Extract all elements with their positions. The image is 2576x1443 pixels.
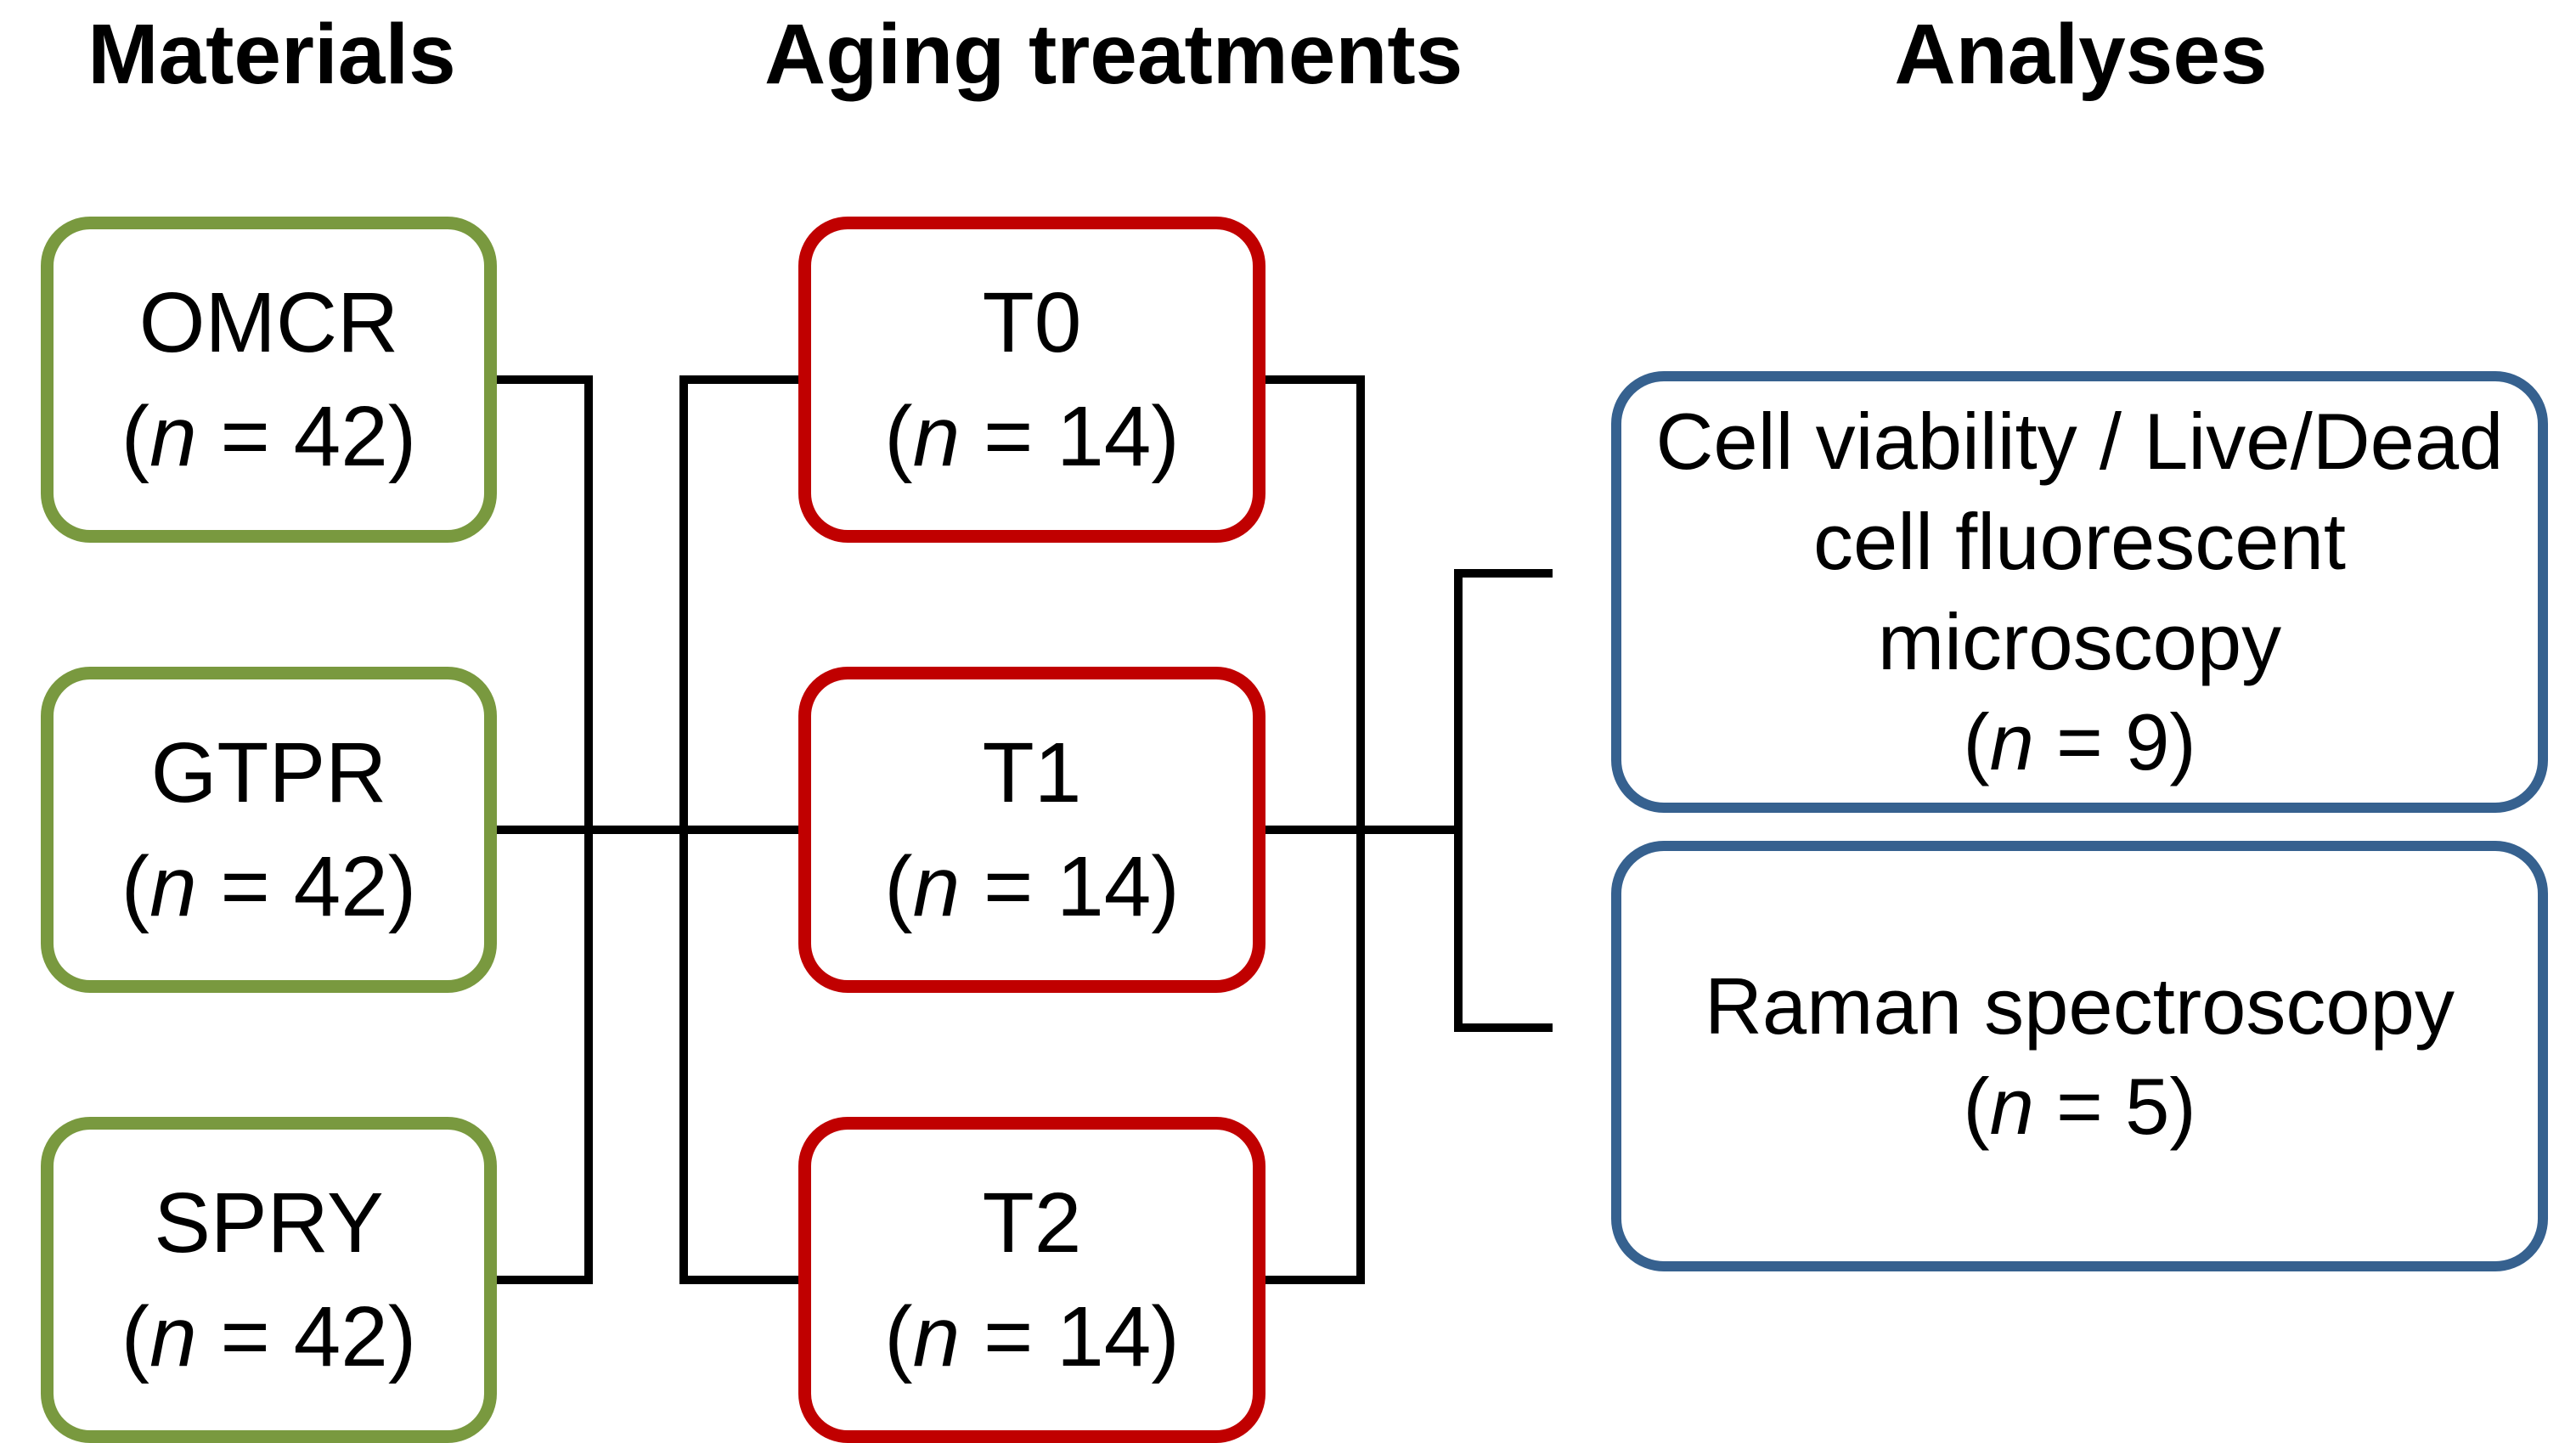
treatment-label: T2	[982, 1175, 1082, 1271]
paren-open: (	[884, 1289, 913, 1384]
treatment-box-t0: T0 (n = 14)	[798, 217, 1265, 543]
n-variable: n	[1989, 1061, 2034, 1151]
sample-size: (n = 14)	[884, 830, 1179, 944]
treatment-label: T1	[982, 725, 1082, 820]
paren-open: (	[1963, 1061, 1990, 1151]
n-value: = 5)	[2033, 1061, 2196, 1151]
connector-spry-stub	[497, 1276, 593, 1284]
n-value: = 9)	[2033, 697, 2196, 786]
connector-middle-line-right	[1265, 826, 1463, 834]
treatment-label: T0	[982, 275, 1082, 370]
column-header-analyses: Analyses	[1894, 7, 2268, 102]
material-label: GTPR	[150, 725, 387, 820]
n-variable: n	[149, 1289, 197, 1384]
treatment-box-t2: T2 (n = 14)	[798, 1117, 1265, 1443]
n-value: = 42)	[196, 1289, 417, 1384]
n-variable: n	[912, 1289, 961, 1384]
n-variable: n	[149, 839, 197, 934]
connector-treatments-bus	[679, 375, 688, 1284]
sample-size: (n = 42)	[121, 380, 416, 493]
connector-t2-stub	[684, 1276, 803, 1284]
column-header-aging-treatments: Aging treatments	[764, 7, 1463, 102]
n-variable: n	[149, 389, 197, 484]
connector-raman-stub	[1458, 1023, 1553, 1032]
paren-open: (	[1963, 697, 1990, 786]
sample-size: (n = 5)	[1963, 1057, 2196, 1157]
analysis-label-line: cell fluorescent	[1813, 497, 2346, 586]
sample-size: (n = 14)	[884, 1280, 1179, 1394]
sample-size: (n = 42)	[121, 1280, 416, 1394]
n-variable: n	[912, 389, 961, 484]
analysis-label-line: Raman spectroscopy	[1705, 961, 2455, 1051]
n-value: = 14)	[960, 1289, 1180, 1384]
sample-size: (n = 9)	[1963, 692, 2196, 792]
sample-size: (n = 14)	[884, 380, 1179, 493]
column-header-materials: Materials	[87, 7, 456, 102]
connector-omcr-stub	[497, 375, 593, 384]
n-variable: n	[912, 839, 961, 934]
analysis-box-cell-viability: Cell viability / Live/Dead cell fluoresc…	[1611, 371, 2548, 813]
connector-t2-right-stub	[1265, 1276, 1365, 1284]
material-label: SPRY	[154, 1175, 384, 1271]
sample-size: (n = 42)	[121, 830, 416, 944]
paren-open: (	[121, 839, 150, 934]
material-box-gtpr: GTPR (n = 42)	[41, 667, 497, 993]
paren-open: (	[884, 839, 913, 934]
material-label: OMCR	[138, 275, 399, 370]
n-value: = 42)	[196, 389, 417, 484]
connector-middle-line-left	[497, 826, 803, 834]
n-variable: n	[1989, 697, 2034, 786]
analysis-box-raman: Raman spectroscopy (n = 5)	[1611, 841, 2548, 1271]
connector-analyses-bus	[1454, 569, 1463, 1032]
material-box-omcr: OMCR (n = 42)	[41, 217, 497, 543]
treatment-box-t1: T1 (n = 14)	[798, 667, 1265, 993]
connector-t0-stub	[684, 375, 803, 384]
analysis-label-line: microscopy	[1877, 597, 2282, 686]
paren-open: (	[121, 1289, 150, 1384]
n-value: = 14)	[960, 839, 1180, 934]
paren-open: (	[884, 389, 913, 484]
n-value: = 14)	[960, 389, 1180, 484]
n-value: = 42)	[196, 839, 417, 934]
analysis-label-line: Cell viability / Live/Dead	[1655, 397, 2504, 486]
connector-viability-stub	[1458, 569, 1553, 578]
material-box-spry: SPRY (n = 42)	[41, 1117, 497, 1443]
connector-t0-right-stub	[1265, 375, 1365, 384]
paren-open: (	[121, 389, 150, 484]
